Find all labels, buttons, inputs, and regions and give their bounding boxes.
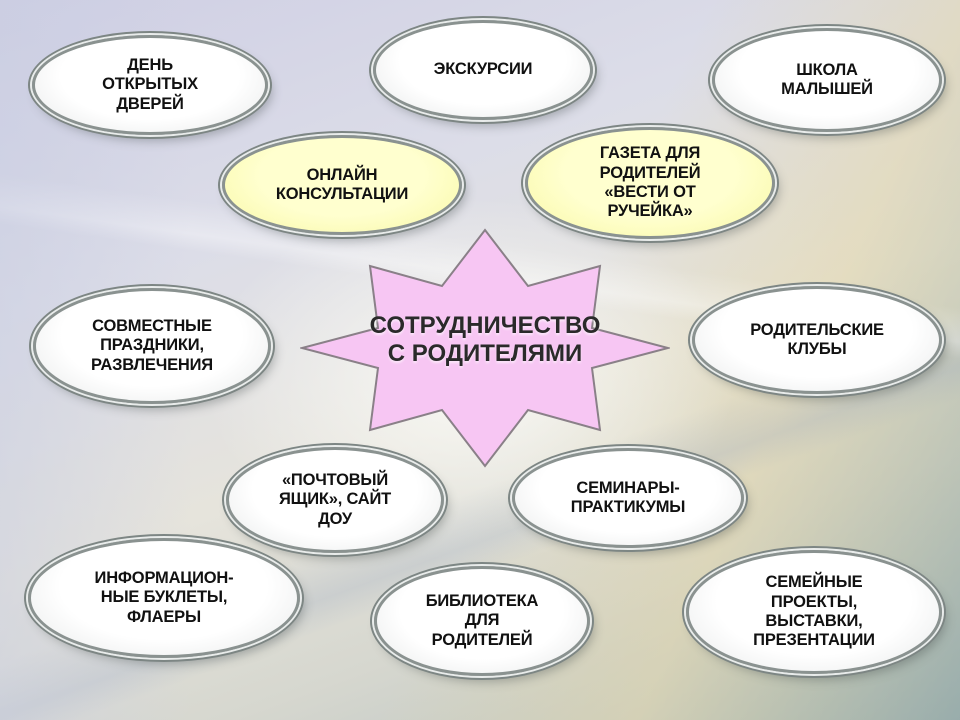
node-online-label: ОНЛАЙН КОНСУЛЬТАЦИИ [275,165,409,203]
node-online: ОНЛАЙН КОНСУЛЬТАЦИИ [222,135,462,235]
node-open-doors: ДЕНЬ ОТКРЫТЫХ ДВЕРЕЙ [32,35,268,135]
node-library: БИБЛИОТЕКА ДЛЯ РОДИТЕЛЕЙ [374,566,590,676]
node-projects: СЕМЕЙНЫЕ ПРОЕКТЫ, ВЫСТАВКИ, ПРЕЗЕНТАЦИИ [686,550,942,674]
node-clubs-label: РОДИТЕЛЬСКИЕ КЛУБЫ [750,320,884,358]
node-mailbox: «ПОЧТОВЫЙ ЯЩИК», САЙТ ДОУ [226,447,444,553]
node-newspaper: ГАЗЕТА ДЛЯ РОДИТЕЛЕЙ «ВЕСТИ ОТ РУЧЕЙКА» [525,127,775,239]
center-star [300,228,670,468]
node-seminars-label: СЕМИНАРЫ- ПРАКТИКУМЫ [570,478,686,516]
node-newspaper-label: ГАЗЕТА ДЛЯ РОДИТЕЛЕЙ «ВЕСТИ ОТ РУЧЕЙКА» [599,144,701,221]
node-mailbox-label: «ПОЧТОВЫЙ ЯЩИК», САЙТ ДОУ [278,470,392,528]
node-library-label: БИБЛИОТЕКА ДЛЯ РОДИТЕЛЕЙ [425,591,539,649]
node-kids-school: ШКОЛА МАЛЫШЕЙ [712,28,942,132]
node-excursions-label: ЭКСКУРСИИ [433,60,533,79]
node-booklets-label: ИНФОРМАЦИОН- НЫЕ БУКЛЕТЫ, ФЛАЕРЫ [94,568,234,626]
center-title: СОТРУДНИЧЕСТВО С РОДИТЕЛЯМИ [369,312,601,367]
node-seminars: СЕМИНАРЫ- ПРАКТИКУМЫ [512,448,744,548]
node-projects-label: СЕМЕЙНЫЕ ПРОЕКТЫ, ВЫСТАВКИ, ПРЕЗЕНТАЦИИ [753,573,875,650]
node-open-doors-label: ДЕНЬ ОТКРЫТЫХ ДВЕРЕЙ [102,55,198,113]
node-booklets: ИНФОРМАЦИОН- НЫЕ БУКЛЕТЫ, ФЛАЕРЫ [28,538,300,658]
node-excursions: ЭКСКУРСИИ [373,20,593,120]
node-clubs: РОДИТЕЛЬСКИЕ КЛУБЫ [692,286,942,394]
node-holidays: СОВМЕСТНЫЕ ПРАЗДНИКИ, РАЗВЛЕЧЕНИЯ [33,288,271,404]
node-holidays-label: СОВМЕСТНЫЕ ПРАЗДНИКИ, РАЗВЛЕЧЕНИЯ [91,316,213,374]
node-kids-school-label: ШКОЛА МАЛЫШЕЙ [781,60,873,98]
